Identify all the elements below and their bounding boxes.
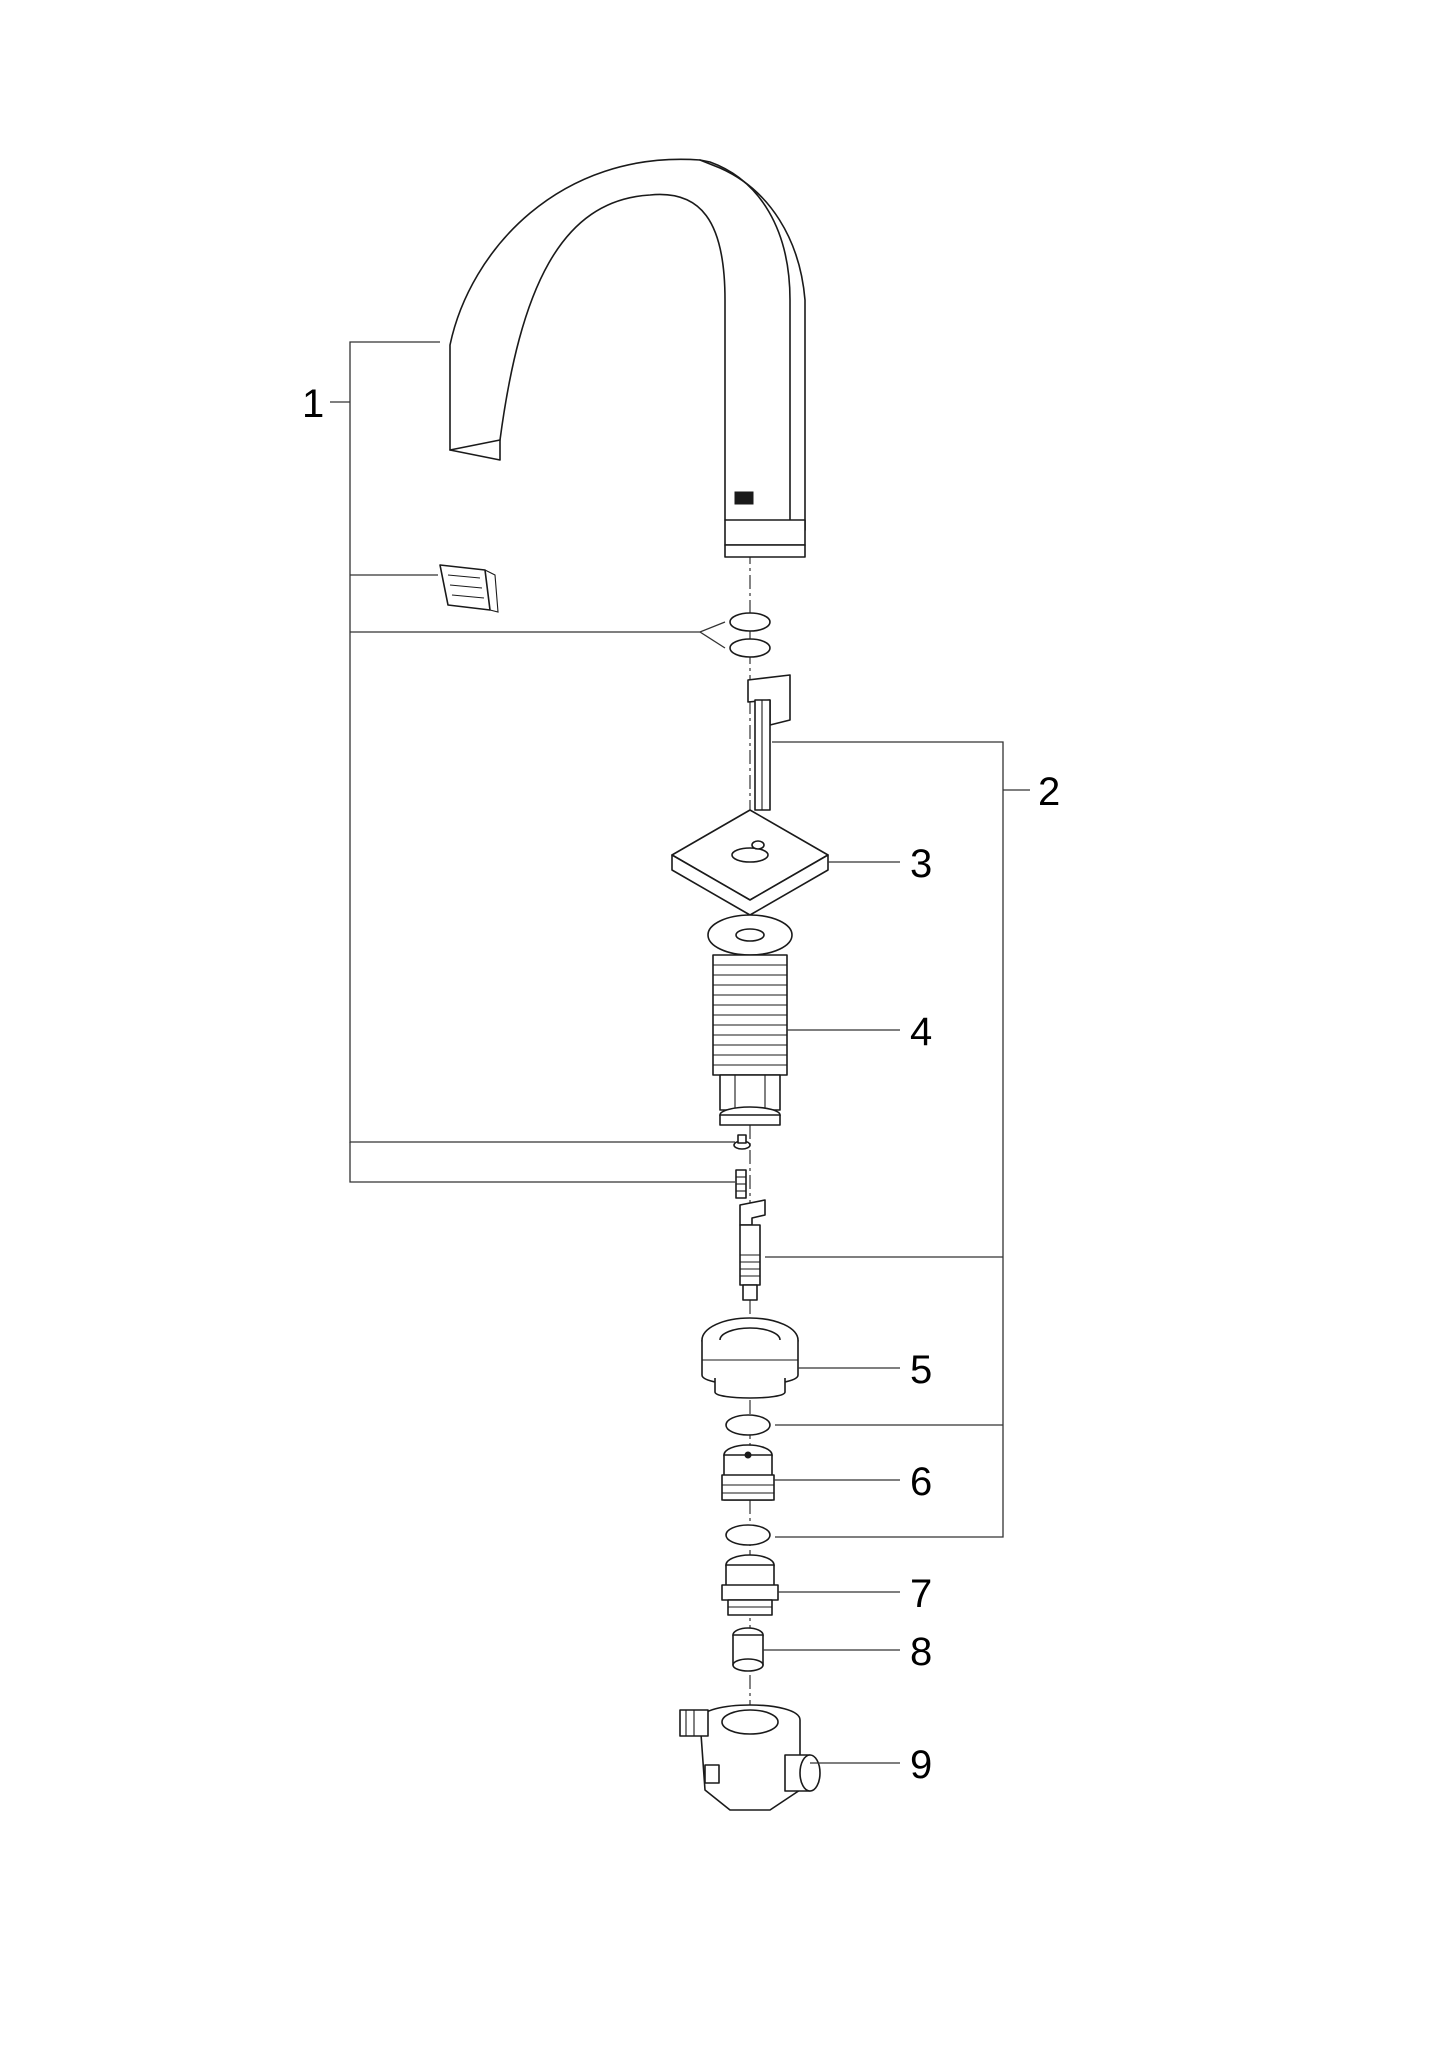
washer-screw-part xyxy=(733,1134,751,1199)
o-ring-upper xyxy=(725,1414,771,1436)
threaded-body-part xyxy=(707,914,793,1126)
callout-labels: 1 2 3 4 5 6 7 8 9 xyxy=(302,382,1060,1787)
valve-body-part xyxy=(679,1704,821,1811)
valve-insert-part xyxy=(721,1554,779,1616)
spout-part xyxy=(449,158,806,558)
cover-plate-part xyxy=(671,809,829,916)
callout-3: 3 xyxy=(910,842,932,886)
cartridge-part xyxy=(721,1444,775,1501)
o-ring-lower xyxy=(725,1524,771,1546)
callout-6: 6 xyxy=(910,1460,932,1504)
sleeve-part xyxy=(732,1627,764,1672)
callout-8: 8 xyxy=(910,1630,932,1674)
callout-2: 2 xyxy=(1038,770,1060,814)
spout-o-rings xyxy=(729,612,771,658)
lever-part xyxy=(747,674,791,811)
stem-part xyxy=(739,1199,766,1301)
clip-part xyxy=(439,564,499,613)
callout-4: 4 xyxy=(910,1010,932,1054)
callout-5: 5 xyxy=(910,1348,932,1392)
callout-7: 7 xyxy=(910,1572,932,1616)
callout-1: 1 xyxy=(302,382,324,426)
ring-nut-part xyxy=(701,1317,799,1399)
callout-9: 9 xyxy=(910,1743,932,1787)
leader-lines xyxy=(330,341,1030,1764)
